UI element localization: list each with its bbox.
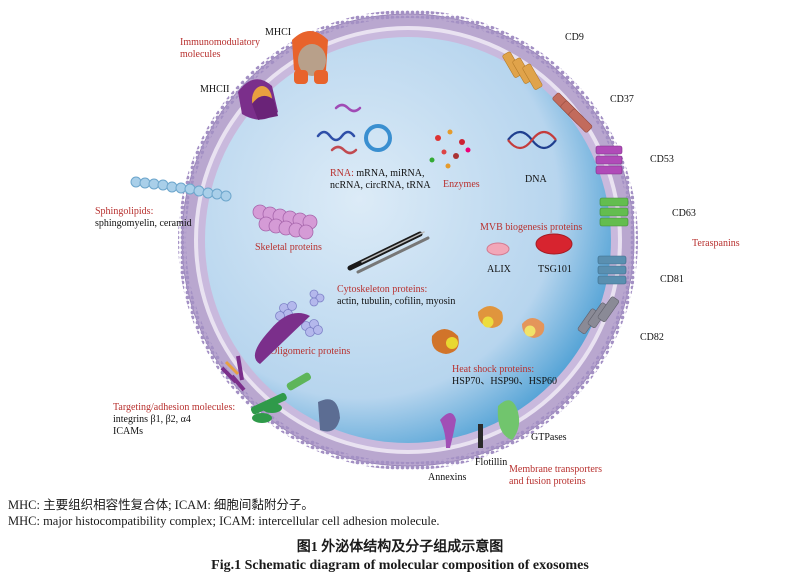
label-targeting-title: Targeting/adhesion molecules: [113, 402, 235, 413]
label-cd63: CD63 [672, 208, 696, 219]
label-cd37: CD37 [610, 94, 634, 105]
label-cyto-items: actin, tubulin, cofilin, myosin [337, 296, 455, 307]
label-alix: ALIX [487, 264, 512, 275]
label-membrane-1: Membrane transporters [509, 464, 602, 475]
figure-title-english: Fig.1 Schematic diagram of molecular com… [211, 558, 589, 573]
label-mhcii: MHCII [200, 84, 229, 95]
label-tetraspanins: Teraspanins [692, 238, 740, 249]
label-cd9: CD9 [565, 32, 584, 43]
label-dna: DNA [525, 174, 547, 185]
tsg101-icon [535, 233, 573, 255]
heat-shock-protein-icon [431, 306, 545, 354]
label-sphingo-title: Sphingolipids: [95, 206, 153, 217]
icam-icon [250, 372, 340, 432]
dna-icon [507, 130, 557, 150]
label-rna-line1: RNA: mRNA, miRNA, [330, 168, 424, 179]
oligomeric-protein-icon [275, 289, 325, 337]
cd63-icon [599, 197, 629, 227]
circrna-icon [364, 124, 392, 152]
sphingolipid-beads-icon [130, 176, 232, 202]
exosome-diagram: MHCI Immunomodulatory molecules MHCII Sp… [95, 10, 740, 487]
enzymes-icon [429, 129, 471, 169]
note-chinese: MHC: 主要组织相容性复合体; ICAM: 细胞间黏附分子。 [8, 498, 314, 512]
mhci-icon [292, 31, 328, 84]
figure-title-chinese: 图1 外泌体结构及分子组成示意图 [296, 540, 504, 555]
label-cd53: CD53 [650, 154, 674, 165]
cd37-icon [552, 92, 593, 133]
mhcii-icon [238, 79, 278, 120]
label-annexins: Annexins [428, 472, 466, 483]
label-heat-items: HSP70、HSP90、HSP60 [452, 376, 557, 387]
label-cd81: CD81 [660, 274, 684, 285]
label-cyto-title: Cytoskeleton proteins: [337, 284, 427, 295]
alix-icon [486, 242, 510, 256]
label-flotillin: Flotillin [475, 457, 507, 468]
label-targeting-1: integrins β1, β2, α4 [113, 414, 191, 425]
label-rna-line2: ncRNA, circRNA, tRNA [330, 180, 431, 191]
label-oligomeric: Oligomeric proteins [270, 346, 350, 357]
label-immuno-1: Immunomodulatory [180, 37, 260, 48]
note-english: MHC: major histocompatibility complex; I… [8, 514, 440, 528]
label-mhci: MHCI [265, 27, 291, 38]
label-heat-title: Heat shock proteins: [452, 364, 534, 375]
cd9-icon [502, 51, 543, 90]
label-targeting-2: ICAMs [113, 426, 143, 437]
cd53-icon [595, 145, 623, 175]
label-mvb: MVB biogenesis proteins [480, 222, 582, 233]
label-cd82: CD82 [640, 332, 664, 343]
label-enzymes: Enzymes [443, 179, 480, 190]
gtpase-icon [497, 400, 520, 440]
annexin-icon [440, 413, 456, 448]
rna-icon [316, 103, 362, 155]
cd81-icon [597, 255, 627, 285]
label-membrane-2: and fusion proteins [509, 476, 586, 487]
cd82-icon [577, 296, 620, 335]
skeletal-protein-icon [252, 204, 318, 240]
label-sphingo-items: sphingomyelin, ceramid [95, 218, 192, 229]
flotillin-icon [478, 424, 483, 448]
label-gtpases: GTPases [531, 432, 567, 443]
label-immuno-2: molecules [180, 49, 221, 60]
cytoskeleton-icon [347, 231, 430, 274]
label-tsg101: TSG101 [538, 264, 572, 275]
integrin-icon [220, 313, 310, 392]
label-skeletal: Skeletal proteins [255, 242, 322, 253]
